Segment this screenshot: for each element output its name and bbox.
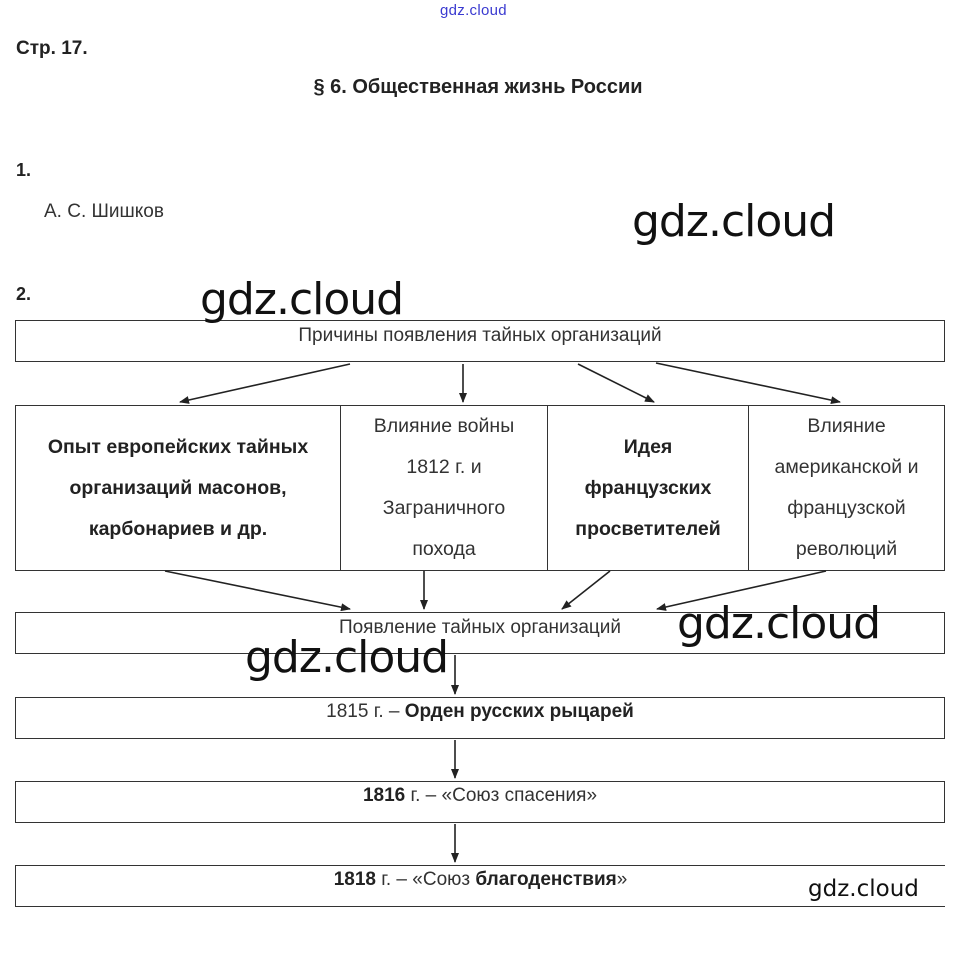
section-title: § 6. Общественная жизнь России	[0, 76, 956, 99]
watermark: gdz.cloud	[808, 876, 919, 902]
cause-war-1812: Влияние войны 1812 г. и Заграничного пох…	[341, 406, 548, 570]
watermark: gdz.cloud	[632, 196, 836, 247]
timeline-entry: 1815 г. – Орден русских рыцарей	[16, 701, 944, 723]
watermark: gdz.cloud	[245, 632, 449, 683]
section-title-text: § 6. Общественная жизнь России	[313, 76, 643, 98]
timeline-year: 1815	[326, 701, 369, 722]
causes-header-text: Причины появления тайных организаций	[298, 325, 662, 346]
watermark-top: gdz.cloud	[440, 2, 507, 19]
timeline-org-name-bold: благоденствия	[475, 869, 617, 890]
timeline-box-1818: 1818 г. – «Союз благоденствия»	[15, 865, 945, 907]
timeline-org-name: Орден русских рыцарей	[404, 701, 634, 722]
arrow-to-cause-1	[179, 363, 351, 404]
question-1-number: 1.	[16, 160, 32, 180]
result-text: Появление тайных организаций	[338, 617, 622, 638]
timeline-sep: г. –	[368, 701, 405, 722]
causes-header-box: Причины появления тайных организаций	[15, 320, 945, 362]
arrow-to-cause-3	[577, 363, 655, 403]
arrow-to-cause-4	[655, 362, 841, 405]
watermark: gdz.cloud	[200, 274, 404, 325]
timeline-org-name: Союз спасения	[452, 785, 587, 806]
timeline-box-1815: 1815 г. – Орден русских рыцарей	[15, 697, 945, 739]
timeline-box-1816: 1816 г. – «Союз спасения»	[15, 781, 945, 823]
timeline-close: »	[616, 869, 628, 890]
arrow-from-cause-1	[164, 570, 351, 612]
watermark: gdz.cloud	[677, 598, 881, 649]
timeline-close: »	[586, 785, 598, 806]
cause-french-enlighteners: Идея французских просветителей	[548, 406, 749, 570]
result-box: Появление тайных организаций	[15, 612, 945, 654]
arrow-from-cause-3	[561, 570, 611, 610]
timeline-year: 1818	[333, 869, 376, 890]
page-reference: Стр. 17.	[16, 38, 88, 59]
cause-european-societies: Опыт европейских тайных организаций масо…	[16, 406, 341, 570]
timeline-entry: 1818 г. – «Союз благоденствия»	[16, 869, 945, 891]
question-1-answer: А. С. Шишков	[44, 201, 164, 222]
cause-revolutions: Влияние американской и французской револ…	[774, 415, 919, 560]
timeline-year: 1816	[362, 785, 406, 806]
question-2-number: 2.	[16, 284, 32, 304]
timeline-entry: 1816 г. – «Союз спасения»	[16, 785, 944, 807]
timeline-sep: г. – «	[405, 785, 453, 806]
timeline-sep: г. – «	[375, 869, 423, 890]
timeline-org-name: Союз	[422, 869, 476, 890]
causes-row: Опыт европейских тайных организаций масо…	[15, 405, 945, 571]
